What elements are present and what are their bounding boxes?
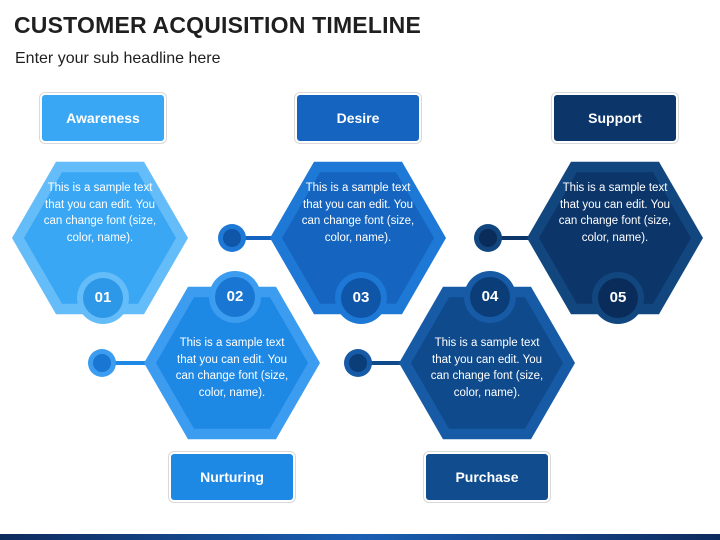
step-number-02: 02 (226, 288, 244, 305)
step-label-purchase[interactable]: Purchase (424, 452, 550, 502)
step-number-04: 04 (481, 288, 499, 305)
step-text-02[interactable]: This is a sample text that you can edit.… (175, 337, 289, 399)
step-text-04[interactable]: This is a sample text that you can edit.… (430, 337, 544, 399)
step-text-01[interactable]: This is a sample text that you can edit.… (43, 182, 157, 244)
step-label-awareness[interactable]: Awareness (40, 93, 166, 143)
page-title: CUSTOMER ACQUISITION TIMELINE (14, 12, 422, 38)
bottom-accent-bar (0, 534, 720, 540)
hexagon-inner-02 (156, 297, 308, 429)
step-number-05: 05 (609, 289, 627, 306)
number-circle-inner-04 (470, 277, 510, 317)
hexagon-inner-05 (539, 172, 691, 304)
page-subtitle: Enter your sub headline here (15, 50, 221, 67)
step-text-05[interactable]: This is a sample text that you can edit.… (558, 182, 672, 244)
step-number-03: 03 (352, 289, 370, 306)
step-text-03[interactable]: This is a sample text that you can edit.… (301, 182, 415, 244)
step-label-nurturing[interactable]: Nurturing (169, 452, 295, 502)
connector-dot-inner-03 (223, 229, 241, 247)
connector-dot-inner-02 (93, 354, 111, 372)
hexagon-inner-01 (24, 172, 176, 304)
hexagon-inner-03 (282, 172, 434, 304)
number-circle-inner-02 (215, 277, 255, 317)
step-label-support[interactable]: Support (552, 93, 678, 143)
step-number-01: 01 (94, 289, 112, 306)
connector-dot-inner-04 (349, 354, 367, 372)
connector-dot-inner-05 (479, 229, 497, 247)
number-circle-inner-05 (598, 278, 638, 318)
hexagon-inner-04 (411, 297, 563, 429)
number-circle-inner-03 (341, 278, 381, 318)
number-circle-inner-01 (83, 278, 123, 318)
step-label-desire[interactable]: Desire (295, 93, 421, 143)
